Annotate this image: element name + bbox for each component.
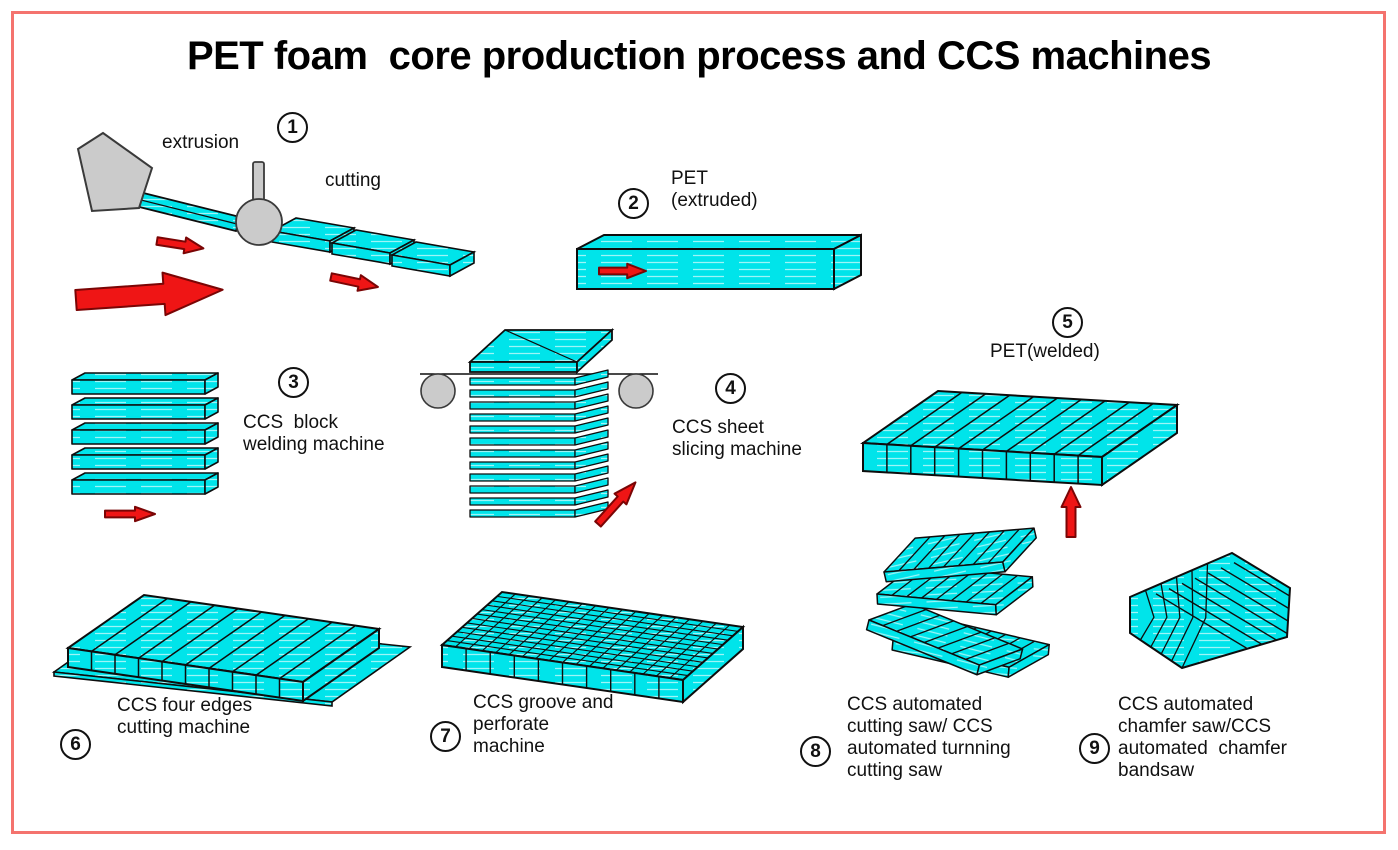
frame-border (11, 11, 1386, 834)
label-chamfer-saw: CCS automated chamfer saw/CCS automated … (1118, 694, 1287, 781)
chamfered-stack (1129, 551, 1292, 670)
step-number-7: 7 (430, 721, 461, 752)
label-block-welding: CCS block welding machine (243, 412, 385, 455)
label-pet-welded: PET(welded) (990, 341, 1100, 362)
extrusion-cutting-illustration (73, 131, 477, 323)
cut-foam-pieces (269, 217, 477, 278)
pet-welded-sheet (860, 389, 1180, 538)
extruder-die-icon (76, 131, 154, 213)
step-number-5: 5 (1052, 307, 1083, 338)
label-sheet-slicing: CCS sheet slicing machine (672, 417, 802, 460)
grooved-perforated-sheet (439, 590, 746, 705)
label-cutting: cutting (325, 170, 381, 191)
label-groove-perforate: CCS groove and perforate machine (473, 692, 614, 757)
pet-extruded-block (576, 233, 862, 291)
label-pet-extruded: PET (extruded) (671, 168, 758, 211)
diagram-title: PET foam core production process and CCS… (186, 34, 1212, 78)
step-number-8: 8 (800, 736, 831, 767)
step-number-6: 6 (60, 729, 91, 760)
sheet-slicing-machine (420, 327, 658, 530)
step-number-3: 3 (278, 367, 309, 398)
roller-left-icon (420, 373, 456, 409)
four-edges-cut-sheet (51, 593, 413, 707)
step-number-1: 1 (277, 112, 308, 143)
label-four-edges: CCS four edges cutting machine (117, 695, 253, 738)
label-cutting-saw: CCS automated cutting saw/ CCS automated… (847, 694, 1011, 781)
cutting-wheel-icon (235, 198, 283, 246)
block-welding-stack (71, 372, 219, 522)
cut-sheets-pile (865, 527, 1050, 678)
step-number-2: 2 (618, 188, 649, 219)
label-extrusion: extrusion (162, 132, 240, 153)
step-number-4: 4 (715, 373, 746, 404)
step-number-9: 9 (1079, 733, 1110, 764)
roller-right-icon (618, 373, 654, 409)
